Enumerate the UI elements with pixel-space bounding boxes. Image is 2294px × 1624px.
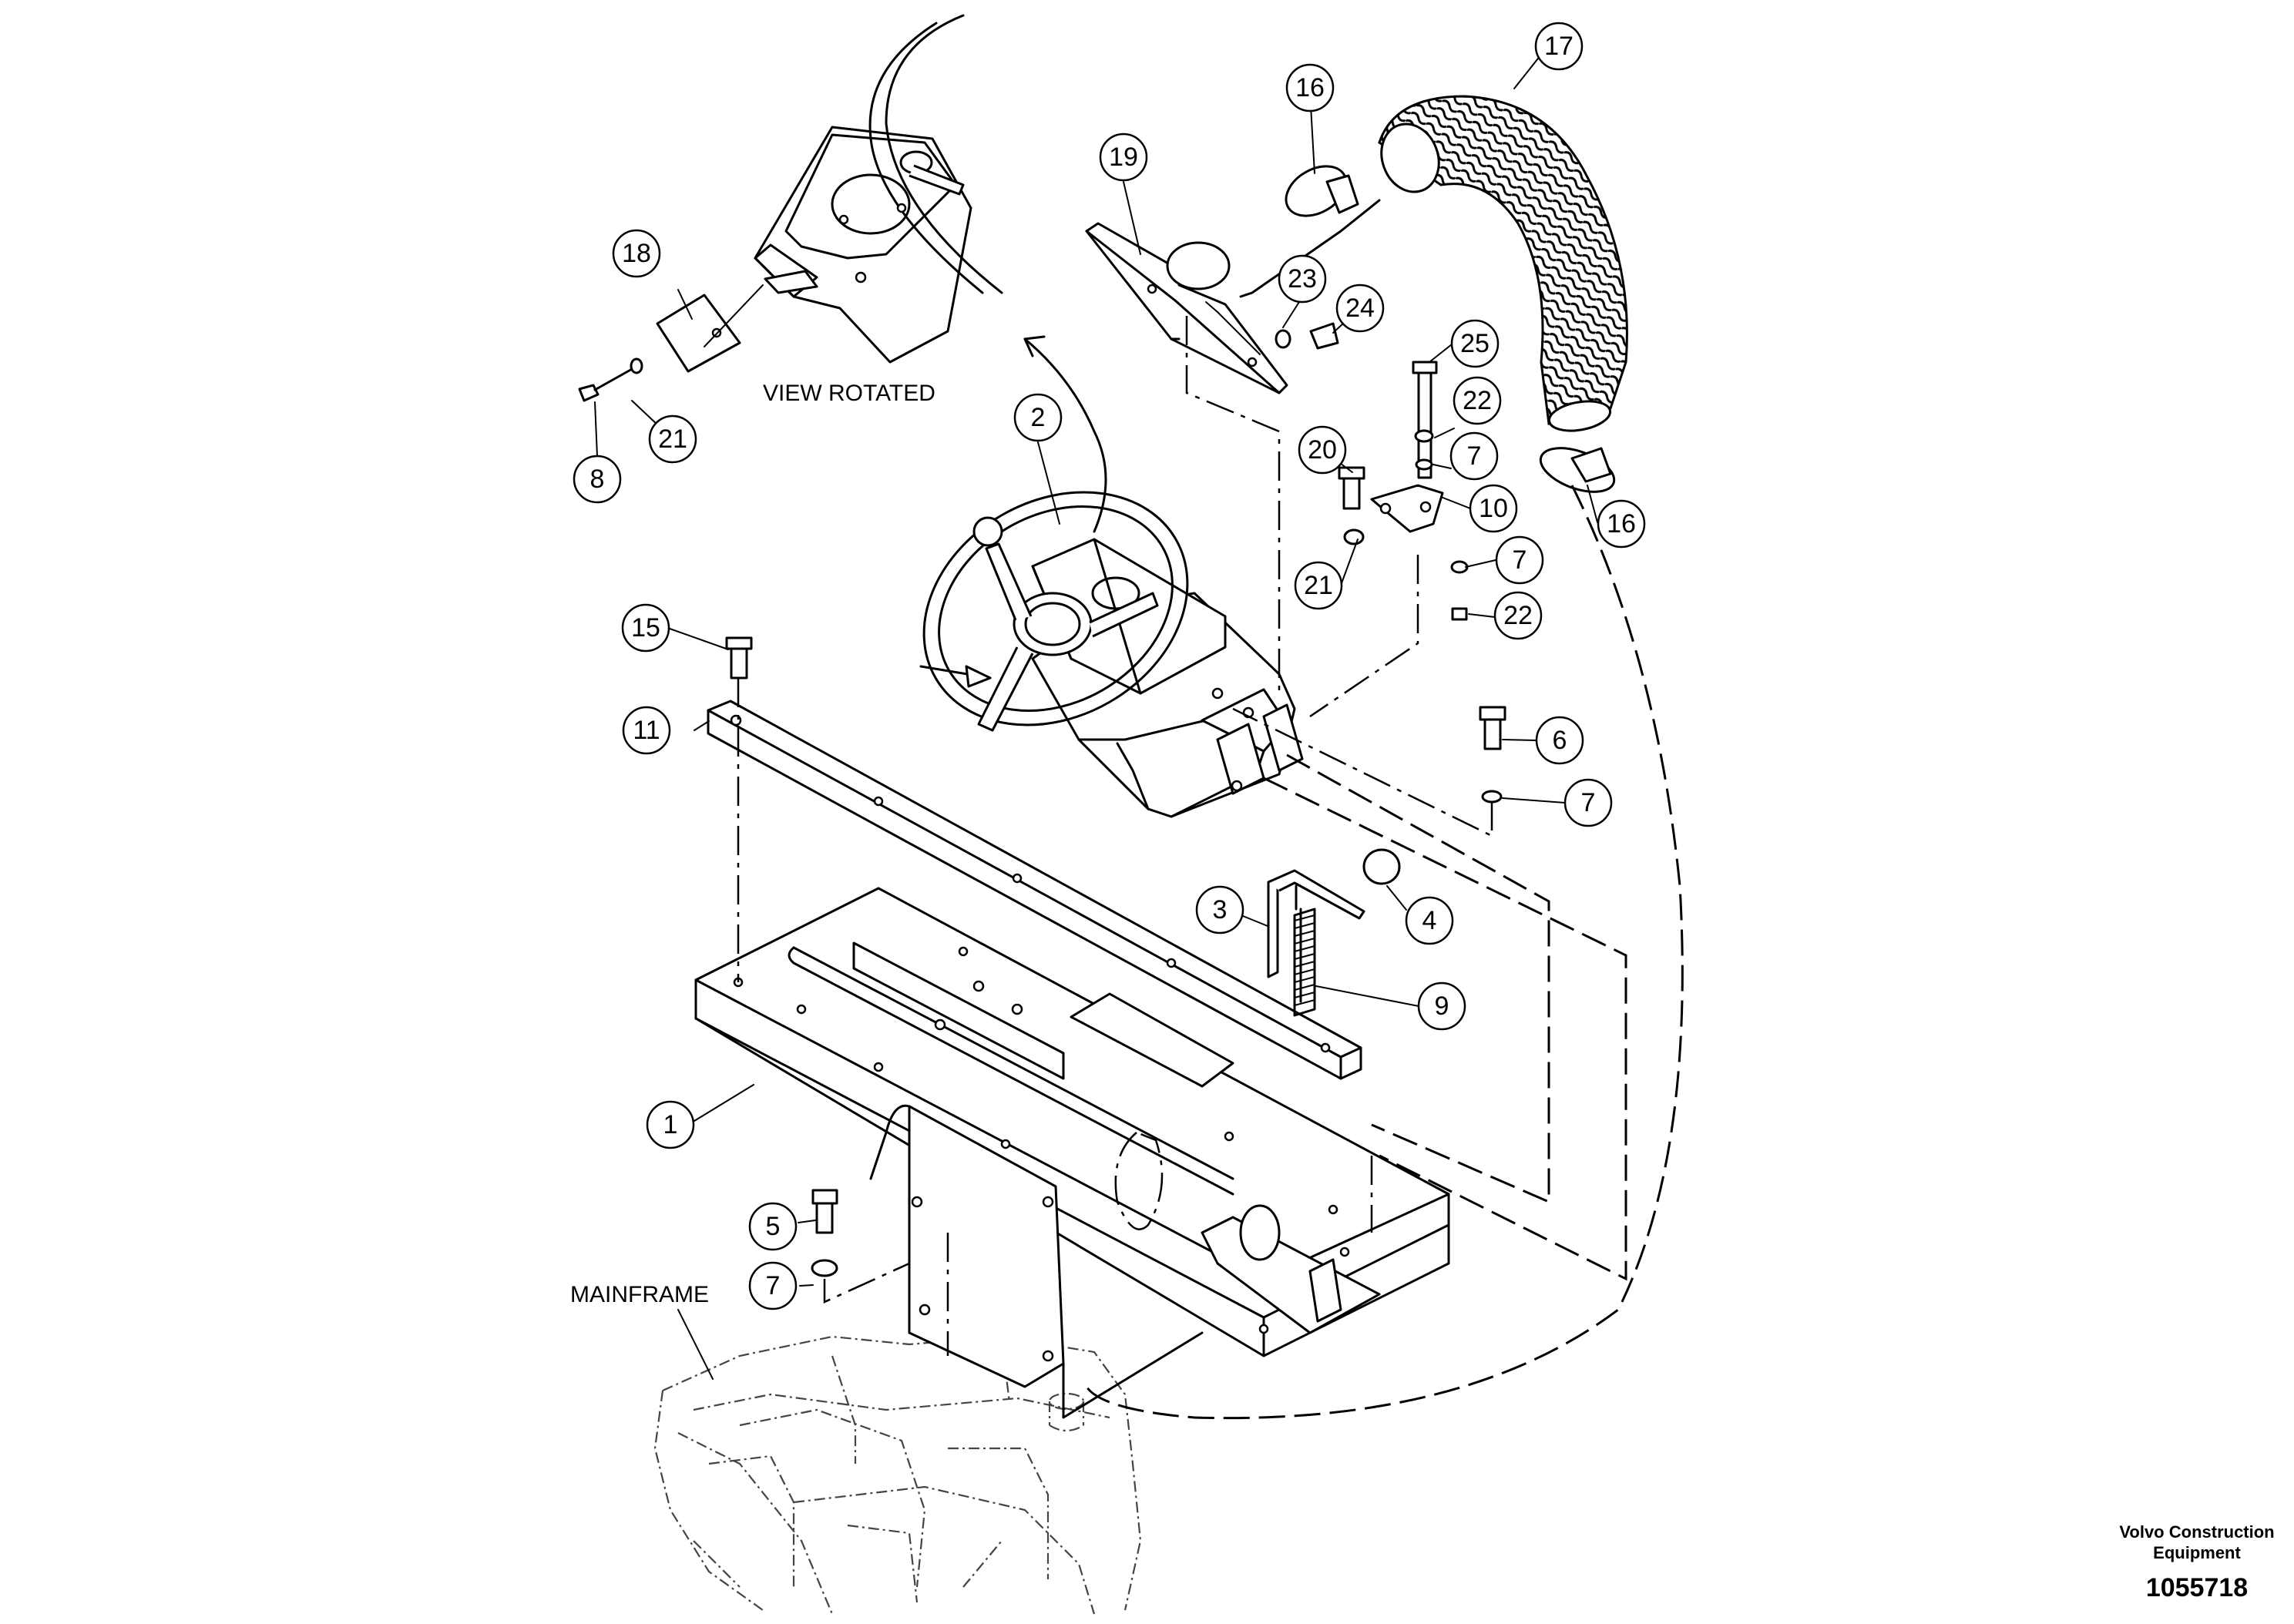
svg-text:25: 25 xyxy=(1460,329,1490,358)
svg-text:16: 16 xyxy=(1295,73,1325,102)
callout-5: 5 xyxy=(748,1202,798,1251)
svg-text:6: 6 xyxy=(1553,726,1567,755)
callout-24: 24 xyxy=(1335,284,1385,333)
svg-text:16: 16 xyxy=(1607,509,1636,539)
svg-text:11: 11 xyxy=(633,716,660,745)
callout-10: 10 xyxy=(1469,484,1518,533)
callout-16-lower: 16 xyxy=(1597,499,1646,549)
svg-text:7: 7 xyxy=(1467,441,1482,471)
callout-6: 6 xyxy=(1535,716,1584,765)
rotated-view-detail xyxy=(578,14,1003,402)
callout-20: 20 xyxy=(1298,425,1347,475)
steering-column xyxy=(919,335,1304,818)
callout-7-mid: 7 xyxy=(1495,535,1544,585)
callout-22-lower: 22 xyxy=(1493,591,1543,640)
callout-21-lower: 21 xyxy=(1294,561,1343,610)
svg-text:21: 21 xyxy=(1304,571,1333,600)
callout-8: 8 xyxy=(573,455,622,504)
column-bracket xyxy=(1085,222,1288,394)
assembly-lines xyxy=(737,316,1684,1420)
callout-17: 17 xyxy=(1534,22,1584,71)
drawing-number: 1055718 xyxy=(2146,1573,2248,1602)
svg-text:20: 20 xyxy=(1308,435,1337,465)
svg-text:2: 2 xyxy=(1031,403,1046,432)
callout-1: 1 xyxy=(646,1100,695,1149)
callout-3: 3 xyxy=(1195,885,1244,934)
svg-text:15: 15 xyxy=(631,613,660,643)
svg-text:24: 24 xyxy=(1345,294,1375,323)
callout-23: 23 xyxy=(1278,254,1327,304)
console-base xyxy=(694,887,1450,1419)
callout-21-upper: 21 xyxy=(648,414,697,464)
mounting-bar xyxy=(707,700,1362,1080)
svg-text:7: 7 xyxy=(766,1271,781,1300)
svg-text:19: 19 xyxy=(1109,143,1138,172)
svg-text:21: 21 xyxy=(658,424,687,454)
callout-16-upper: 16 xyxy=(1285,63,1335,112)
view-rotated-label: VIEW ROTATED xyxy=(763,381,935,406)
svg-text:17: 17 xyxy=(1544,32,1574,61)
svg-text:23: 23 xyxy=(1288,264,1317,294)
callout-22-upper: 22 xyxy=(1453,376,1502,425)
callout-7-lower: 7 xyxy=(748,1261,798,1310)
hardware xyxy=(725,322,1506,1277)
svg-text:1: 1 xyxy=(663,1110,678,1139)
callout-25: 25 xyxy=(1450,319,1500,368)
svg-text:5: 5 xyxy=(766,1212,781,1241)
callout-15: 15 xyxy=(621,603,670,653)
svg-text:9: 9 xyxy=(1435,992,1449,1021)
mainframe-outline xyxy=(653,1335,1142,1615)
mainframe-label: MAINFRAME xyxy=(570,1282,709,1307)
svg-text:18: 18 xyxy=(622,239,651,268)
callout-19: 19 xyxy=(1099,133,1148,182)
svg-text:22: 22 xyxy=(1463,386,1492,415)
callout-4: 4 xyxy=(1405,896,1454,945)
company-name-line2: Equipment xyxy=(2153,1543,2241,1562)
callout-11: 11 xyxy=(622,706,671,755)
svg-text:8: 8 xyxy=(590,465,605,494)
company-name-line1: Volvo Construction xyxy=(2119,1522,2274,1542)
svg-text:7: 7 xyxy=(1513,545,1527,575)
svg-text:4: 4 xyxy=(1422,906,1437,935)
callout-9: 9 xyxy=(1417,981,1466,1031)
lever-assembly xyxy=(1267,848,1401,1017)
svg-text:22: 22 xyxy=(1503,601,1533,630)
callout-7-upper: 7 xyxy=(1449,431,1499,481)
svg-text:7: 7 xyxy=(1581,788,1596,817)
callout-2: 2 xyxy=(1013,393,1063,442)
callout-7-right: 7 xyxy=(1563,778,1613,827)
callout-18: 18 xyxy=(612,229,661,278)
svg-text:3: 3 xyxy=(1213,895,1228,924)
svg-text:10: 10 xyxy=(1479,494,1508,523)
